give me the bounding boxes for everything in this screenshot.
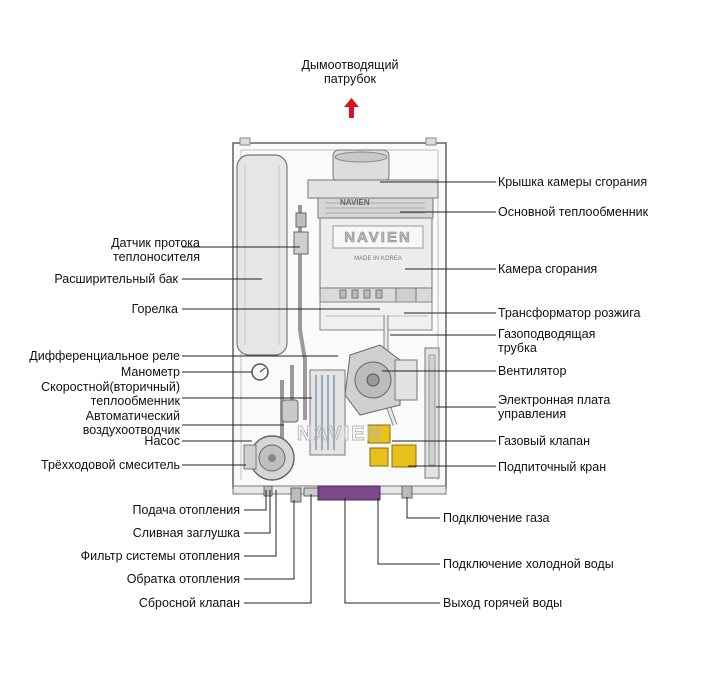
flue-outlet xyxy=(307,149,439,199)
leader-heating-filter xyxy=(244,490,277,557)
label-pump: Насос xyxy=(144,434,180,448)
flow-sensor xyxy=(293,212,309,255)
label-secondary-exchanger: Скоростной(вторичный) теплообменник xyxy=(41,380,180,408)
label-control-board: Электронная плата управления xyxy=(498,393,611,421)
label-hot-water: Выход горячей воды xyxy=(443,596,563,610)
label-gas-pipe: Газоподводящая трубка xyxy=(498,327,596,355)
label-cold-water: Подключение холодной воды xyxy=(443,557,614,571)
label-flow-sensor: Датчик протока теплоносителя xyxy=(111,236,200,264)
manometer xyxy=(251,363,269,381)
label-air-vent: Автоматический воздухоотводчик xyxy=(82,409,180,437)
label-fan: Вентилятор xyxy=(498,364,567,378)
label-gas-connection: Подключение газа xyxy=(443,511,550,525)
leader-heating-supply xyxy=(244,490,267,511)
control-board xyxy=(424,347,440,479)
expansion-tank xyxy=(236,154,288,356)
label-expansion-tank: Расширительный бак xyxy=(54,272,178,286)
label-gas-valve: Газовый клапан xyxy=(498,434,590,448)
label-drain-plug: Сливная заглушка xyxy=(132,526,240,540)
leader-lines xyxy=(182,181,496,604)
flue-outlet-label: Дымоотводящий патрубок xyxy=(301,58,399,86)
label-heating-supply: Подача отопления xyxy=(132,503,240,517)
fan xyxy=(344,344,418,416)
label-chamber-cover: Крышка камеры сгорания xyxy=(498,175,648,189)
secondary-heat-exchanger xyxy=(309,369,346,456)
pump xyxy=(243,435,295,481)
burner xyxy=(319,287,433,331)
leader-heating-return xyxy=(244,500,295,580)
leader-gas-connection xyxy=(406,497,440,519)
label-makeup-tap: Подпиточный кран xyxy=(498,460,607,474)
label-mixer: Трёхходовой смеситель xyxy=(41,458,180,472)
label-combustion-chamber: Камера сгорания xyxy=(498,262,598,276)
leader-hot-water xyxy=(344,498,440,604)
brand-watermark: NAVIEN xyxy=(297,423,383,445)
label-main-exchanger: Основной теплообменник xyxy=(498,205,649,219)
flue-arrow xyxy=(344,98,359,118)
brand-caption: MADE IN KOREA xyxy=(354,256,402,262)
bottom-connections xyxy=(263,485,413,503)
label-heating-filter: Фильтр системы отопления xyxy=(80,549,240,563)
label-differential-relay: Дифференциальное реле xyxy=(29,349,180,363)
leader-relief-valve xyxy=(244,494,312,604)
leader-cold-water xyxy=(377,498,440,565)
label-heating-return: Обратка отопления xyxy=(126,572,240,586)
gas-valve xyxy=(367,424,417,468)
label-burner: Горелка xyxy=(131,302,178,316)
label-relief-valve: Сбросной клапан xyxy=(138,596,240,610)
leader-drain-plug xyxy=(244,490,271,534)
label-ignition-transformer: Трансформатор розжига xyxy=(498,306,641,320)
air-vent xyxy=(281,399,299,423)
label-manometer: Манометр xyxy=(120,365,180,379)
brand-logo-top: NAVIEN xyxy=(340,198,370,207)
brand-logo-chamber: NAVIEN xyxy=(344,229,412,246)
